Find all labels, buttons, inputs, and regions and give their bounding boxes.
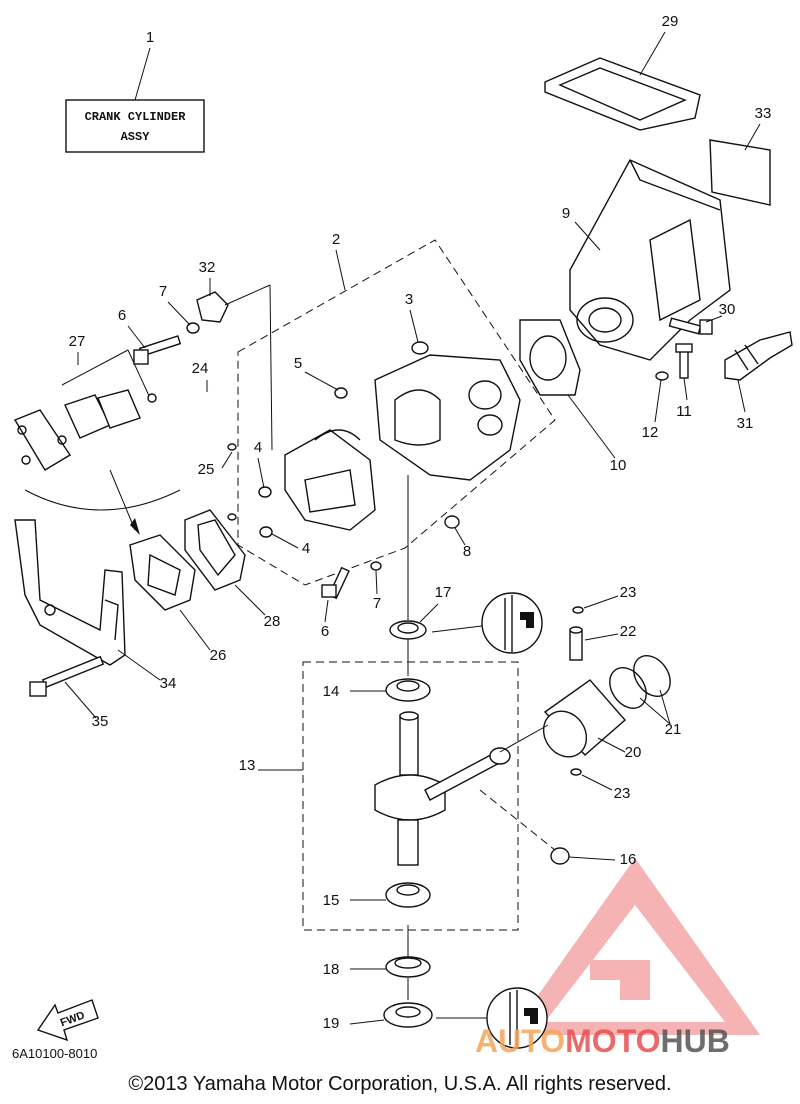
part-26-intake-manifold	[129, 534, 211, 651]
assy-label-box: CRANK CYLINDER ASSY	[65, 47, 205, 153]
part-15-bearing	[350, 882, 431, 908]
watermark-part1: AUTO	[475, 1023, 565, 1059]
crankshaft-assembly	[374, 711, 511, 866]
callout-c24: 24	[192, 360, 209, 377]
callout-c30: 30	[719, 301, 736, 318]
callout-c16: 16	[620, 851, 637, 868]
callout-c7b: 7	[373, 595, 381, 612]
callout-c6a: 6	[118, 307, 126, 324]
part-30-bolt	[668, 315, 723, 335]
part-14-bearing	[350, 678, 431, 702]
part-6-bolt-upper	[127, 325, 182, 365]
part-23-clip-upper	[572, 595, 619, 614]
part-20-piston	[499, 679, 626, 758]
callout-c29: 29	[662, 13, 679, 30]
assy-line2: ASSY	[121, 130, 151, 144]
callout-c20: 20	[625, 744, 642, 761]
callout-c14: 14	[323, 683, 340, 700]
part-18-oil-seal	[350, 956, 431, 978]
part-27-reed-valve	[13, 349, 181, 535]
part-3-dowel	[409, 309, 429, 355]
callout-c19: 19	[323, 1015, 340, 1032]
part-34-exhaust-pipe	[14, 519, 161, 681]
watermark-logo	[510, 858, 760, 1035]
callout-c32: 32	[199, 259, 216, 276]
group-box-crankshaft	[302, 661, 519, 931]
part-10-gasket	[519, 319, 616, 459]
part-25-clip	[221, 443, 237, 521]
part-24-hose	[183, 380, 216, 514]
callout-c6b: 6	[321, 623, 329, 640]
callout-c15: 15	[323, 892, 340, 909]
callout-c33: 33	[755, 105, 772, 122]
callout-c26: 26	[210, 647, 227, 664]
callout-c35: 35	[92, 713, 109, 730]
part-23-clip-lower	[570, 768, 613, 791]
callout-c31: 31	[737, 415, 754, 432]
part-22-piston-pin	[569, 626, 619, 661]
callout-c34: 34	[160, 675, 177, 692]
part-4-screw-upper	[257, 457, 272, 498]
callout-c5: 5	[294, 355, 302, 372]
part-28-gasket	[184, 509, 266, 616]
crankcase-half	[284, 429, 376, 531]
callout-c11: 11	[676, 403, 692, 420]
watermark-part3: HUB	[660, 1023, 729, 1059]
part-35-bolt	[29, 655, 105, 719]
callout-c23b: 23	[614, 785, 631, 802]
callout-c2: 2	[332, 231, 340, 248]
part-7-washer-lower	[370, 561, 382, 595]
part-19-bearing	[349, 987, 548, 1049]
part-29-gasket	[544, 31, 701, 131]
part-4-screw-lower	[259, 526, 299, 549]
part-31-spark-plug	[724, 331, 793, 413]
part-5-dowel	[304, 371, 348, 399]
callout-c25: 25	[198, 461, 215, 478]
part-16-needle-bearing	[479, 789, 616, 865]
part-32-clip	[196, 278, 273, 451]
callout-c18: 18	[323, 961, 340, 978]
callout-c23a: 23	[620, 584, 637, 601]
callout-c21: 21	[665, 721, 682, 738]
callout-c22: 22	[620, 623, 637, 640]
callout-c1: 1	[146, 29, 154, 46]
callout-c3: 3	[405, 291, 413, 308]
watermark-part2: MOTO	[565, 1023, 660, 1059]
callout-c27: 27	[69, 333, 86, 350]
callout-c4a: 4	[254, 439, 262, 456]
callout-labels: 1234456677891011121314151617181920212223…	[69, 13, 772, 1032]
part-7-washer-upper	[167, 301, 200, 334]
part-17-oil-seal	[389, 592, 543, 654]
callout-c4b: 4	[302, 540, 310, 557]
callout-c8: 8	[463, 543, 471, 560]
part-6-bolt-lower	[321, 566, 350, 623]
part-9-housing	[569, 159, 731, 361]
part-21-piston-rings	[609, 655, 671, 725]
callout-c28: 28	[264, 613, 281, 630]
diagram-code: 6A10100-8010	[12, 1046, 97, 1061]
callout-c13: 13	[239, 757, 256, 774]
part-12-washer	[654, 371, 669, 423]
copyright-text: ©2013 Yamaha Motor Corporation, U.S.A. A…	[128, 1073, 671, 1095]
fwd-arrow-icon: FWD	[36, 999, 99, 1042]
cylinder-block	[374, 354, 521, 481]
part-11-bolt	[675, 343, 693, 401]
part-33-label-sticker	[709, 123, 771, 206]
callout-c12: 12	[642, 424, 659, 441]
watermark-text: AUTOMOTOHUB	[475, 1023, 730, 1059]
callout-c17: 17	[435, 584, 452, 601]
callout-c9: 9	[562, 205, 570, 222]
assy-line1: CRANK CYLINDER	[85, 110, 187, 124]
part-8-dowel	[444, 515, 466, 546]
callout-c7a: 7	[159, 283, 167, 300]
callout-c10: 10	[610, 457, 627, 474]
